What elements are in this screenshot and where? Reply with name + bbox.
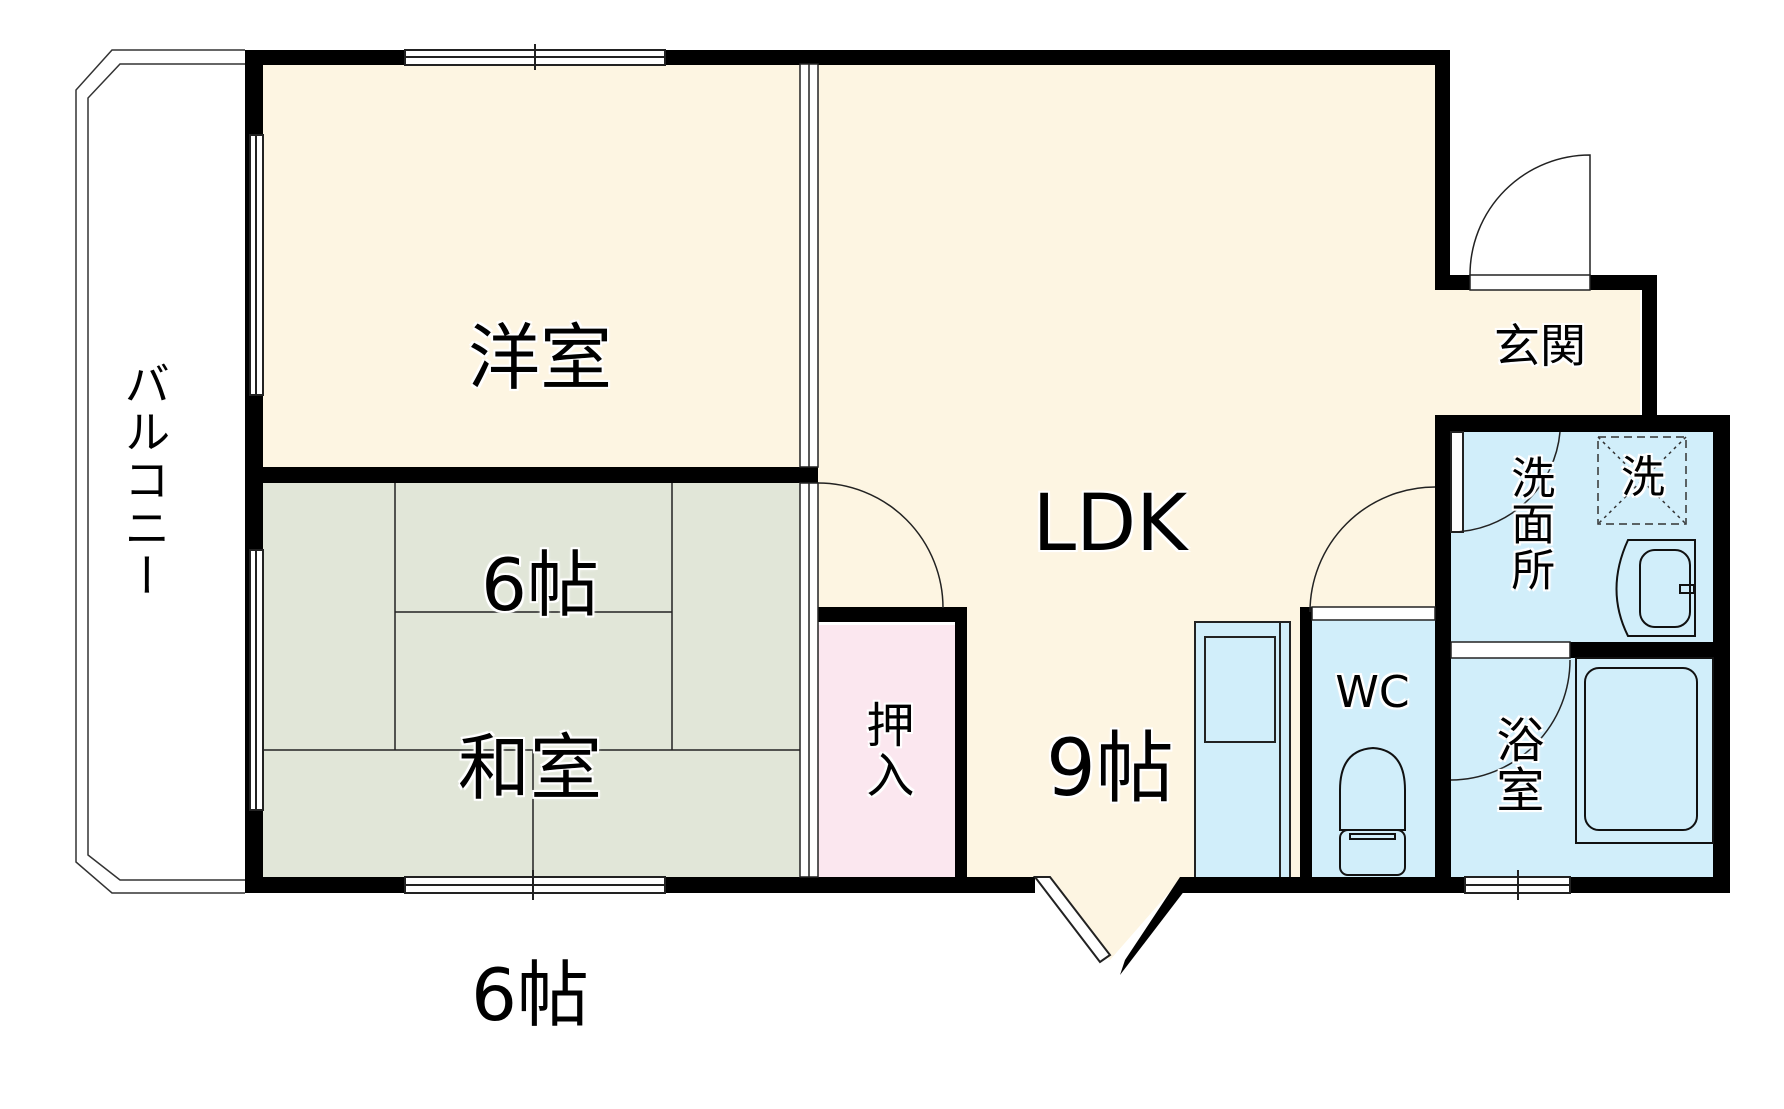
tatami-lines xyxy=(263,483,800,877)
western-room-floor xyxy=(263,64,818,467)
ldk-label: LDK 9帖 xyxy=(990,320,1230,893)
balcony-label: バルコニー xyxy=(117,360,172,600)
closet-floor xyxy=(818,625,955,877)
japanese-room-size: 6帖 xyxy=(471,952,589,1037)
door-swings xyxy=(817,154,1591,781)
entrance-floor xyxy=(1435,290,1640,415)
washroom-label: 洗面所 xyxy=(1503,455,1555,593)
balcony xyxy=(75,49,245,894)
western-room-name: 洋室 xyxy=(467,316,612,401)
western-room-size: 6帖 xyxy=(481,542,599,627)
washroom-floor xyxy=(1451,432,1713,642)
toilet-fixture xyxy=(1339,746,1406,876)
bathtub xyxy=(1575,657,1714,844)
sliding-doors xyxy=(799,63,819,878)
japanese-room-name: 和室 xyxy=(457,726,602,811)
washer-label: 洗 xyxy=(1621,452,1665,503)
ldk-name: LDK xyxy=(1032,478,1188,569)
wash-basin xyxy=(1615,539,1696,637)
floor-plan xyxy=(75,44,1730,975)
toilet-label: WC xyxy=(1335,667,1410,718)
ldk-size: 9帖 xyxy=(1046,724,1174,815)
washer-space xyxy=(1597,436,1687,525)
entrance-label: 玄関 xyxy=(1494,319,1586,373)
japanese-room-floor xyxy=(263,483,800,877)
japanese-room-label: 和室 6帖 xyxy=(410,580,650,1109)
bathroom-label: 浴室 xyxy=(1487,715,1544,815)
windows xyxy=(249,44,1571,964)
kitchen-sink xyxy=(1204,636,1276,743)
bathroom-floor xyxy=(1451,658,1713,877)
closet-label: 押入 xyxy=(857,700,914,800)
western-room-label: 洋室 6帖 xyxy=(420,170,660,699)
